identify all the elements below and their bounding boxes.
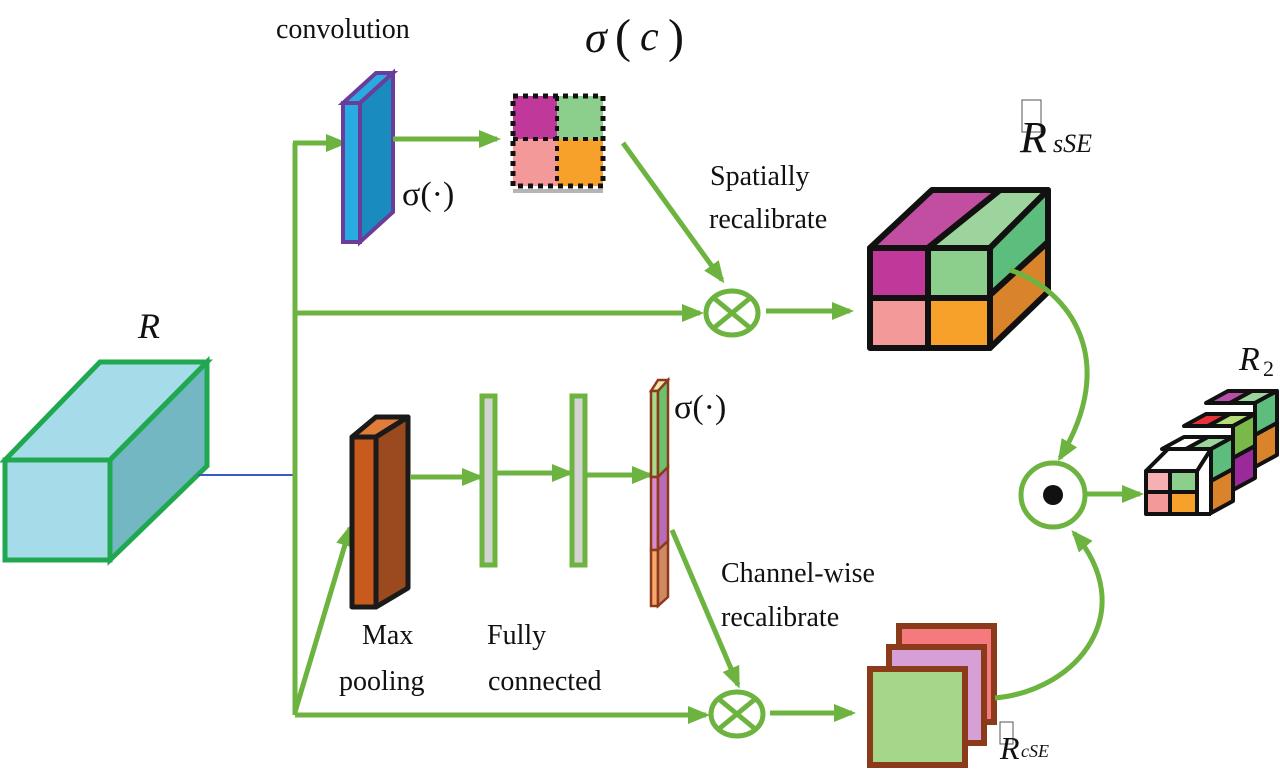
rsse-front-magenta xyxy=(867,245,931,301)
convolution-block xyxy=(337,68,399,247)
sigma-c-open: ( xyxy=(615,10,631,63)
multiply-operator-top xyxy=(703,288,761,338)
conv-front-face xyxy=(341,101,362,244)
fully-connected-label-1: Fully xyxy=(487,620,546,651)
r2-output-tensor xyxy=(1144,389,1279,516)
rcse-main: R xyxy=(999,730,1020,766)
multiply-operator-bottom xyxy=(708,689,766,739)
spatial-attention-map xyxy=(510,93,606,193)
sigma-c-arg: c xyxy=(640,14,659,60)
input-tensor-r xyxy=(0,355,213,566)
pool-front-face xyxy=(349,434,379,610)
input-front-face xyxy=(2,457,113,563)
spatially-label-1: Spatially xyxy=(710,161,810,192)
fully-connected-layer-2 xyxy=(569,393,588,568)
max-pooling-label-1: Max xyxy=(362,620,413,651)
pool-side-face xyxy=(373,414,411,610)
r-sse-tensor xyxy=(867,187,1051,351)
channel-wise-label-1: Channel-wise xyxy=(721,558,875,589)
r2-label: R 2 xyxy=(1238,341,1274,381)
max-pooling-label-2: pooling xyxy=(339,666,425,697)
r2-front-green xyxy=(1168,469,1199,494)
r2-front-orange xyxy=(1168,490,1199,516)
channel-wise-label-2: recalibrate xyxy=(721,602,839,633)
arrow-excitation-to-multiply xyxy=(669,529,741,689)
arrow-rcse-to-combine xyxy=(994,529,1105,701)
rsse-sub: sSE xyxy=(1053,129,1092,158)
rsse-main: R xyxy=(1019,113,1047,162)
fully-connected-layer-1 xyxy=(479,393,498,568)
rcse-map-front xyxy=(867,666,968,768)
map-cell-green xyxy=(557,96,603,139)
r2-front-edge xyxy=(1144,447,1213,473)
excite-side-green xyxy=(656,376,670,481)
convolution-label: convolution xyxy=(276,14,410,45)
rsse-front-pink xyxy=(867,295,931,351)
rcse-sub: cSE xyxy=(1021,741,1049,761)
arrow-rsse-to-combine xyxy=(1009,267,1090,462)
map-cell-orange xyxy=(557,139,603,186)
conv-side-face xyxy=(358,68,395,247)
input-label: R xyxy=(137,306,160,346)
max-pooling-block xyxy=(349,414,411,610)
rcse-hat-box xyxy=(999,721,1014,745)
sigma-dot-bottom-label: σ(·) xyxy=(674,389,726,426)
map-cell-magenta xyxy=(513,96,557,139)
arrow-map-to-multiply xyxy=(620,141,725,284)
rsse-front-orange xyxy=(925,295,993,351)
r2-front-pink xyxy=(1144,490,1172,516)
excite-side-violet xyxy=(656,463,670,553)
channel-excitation-vector xyxy=(648,376,671,609)
spatially-label-2: recalibrate xyxy=(709,204,827,235)
combine-operator xyxy=(1018,460,1088,530)
r2-side-front-orange xyxy=(1209,467,1235,515)
rsse-front-green xyxy=(925,245,993,301)
trunk-lines xyxy=(292,134,710,724)
fully-connected-label-2: connected xyxy=(488,666,602,697)
sigma-c-label: σ ( c ) xyxy=(585,10,684,63)
r-sse-label: R sSE xyxy=(1019,99,1092,162)
r2-sub: 2 xyxy=(1263,356,1274,381)
r-cse-label: R cSE xyxy=(999,721,1049,766)
sigma-c-close: ) xyxy=(668,10,684,63)
r2-front-pink-upper xyxy=(1144,469,1172,494)
arrow-to-maxpool xyxy=(292,524,354,713)
sigma-dot-top-label: σ(·) xyxy=(402,176,454,213)
rsse-hat-box xyxy=(1021,99,1042,133)
r-cse-tensor xyxy=(867,623,997,768)
sigma-c-fn: σ xyxy=(585,13,609,62)
excite-side-orange xyxy=(656,538,670,609)
r2-main: R xyxy=(1238,341,1260,378)
map-cell-pink xyxy=(513,139,557,186)
